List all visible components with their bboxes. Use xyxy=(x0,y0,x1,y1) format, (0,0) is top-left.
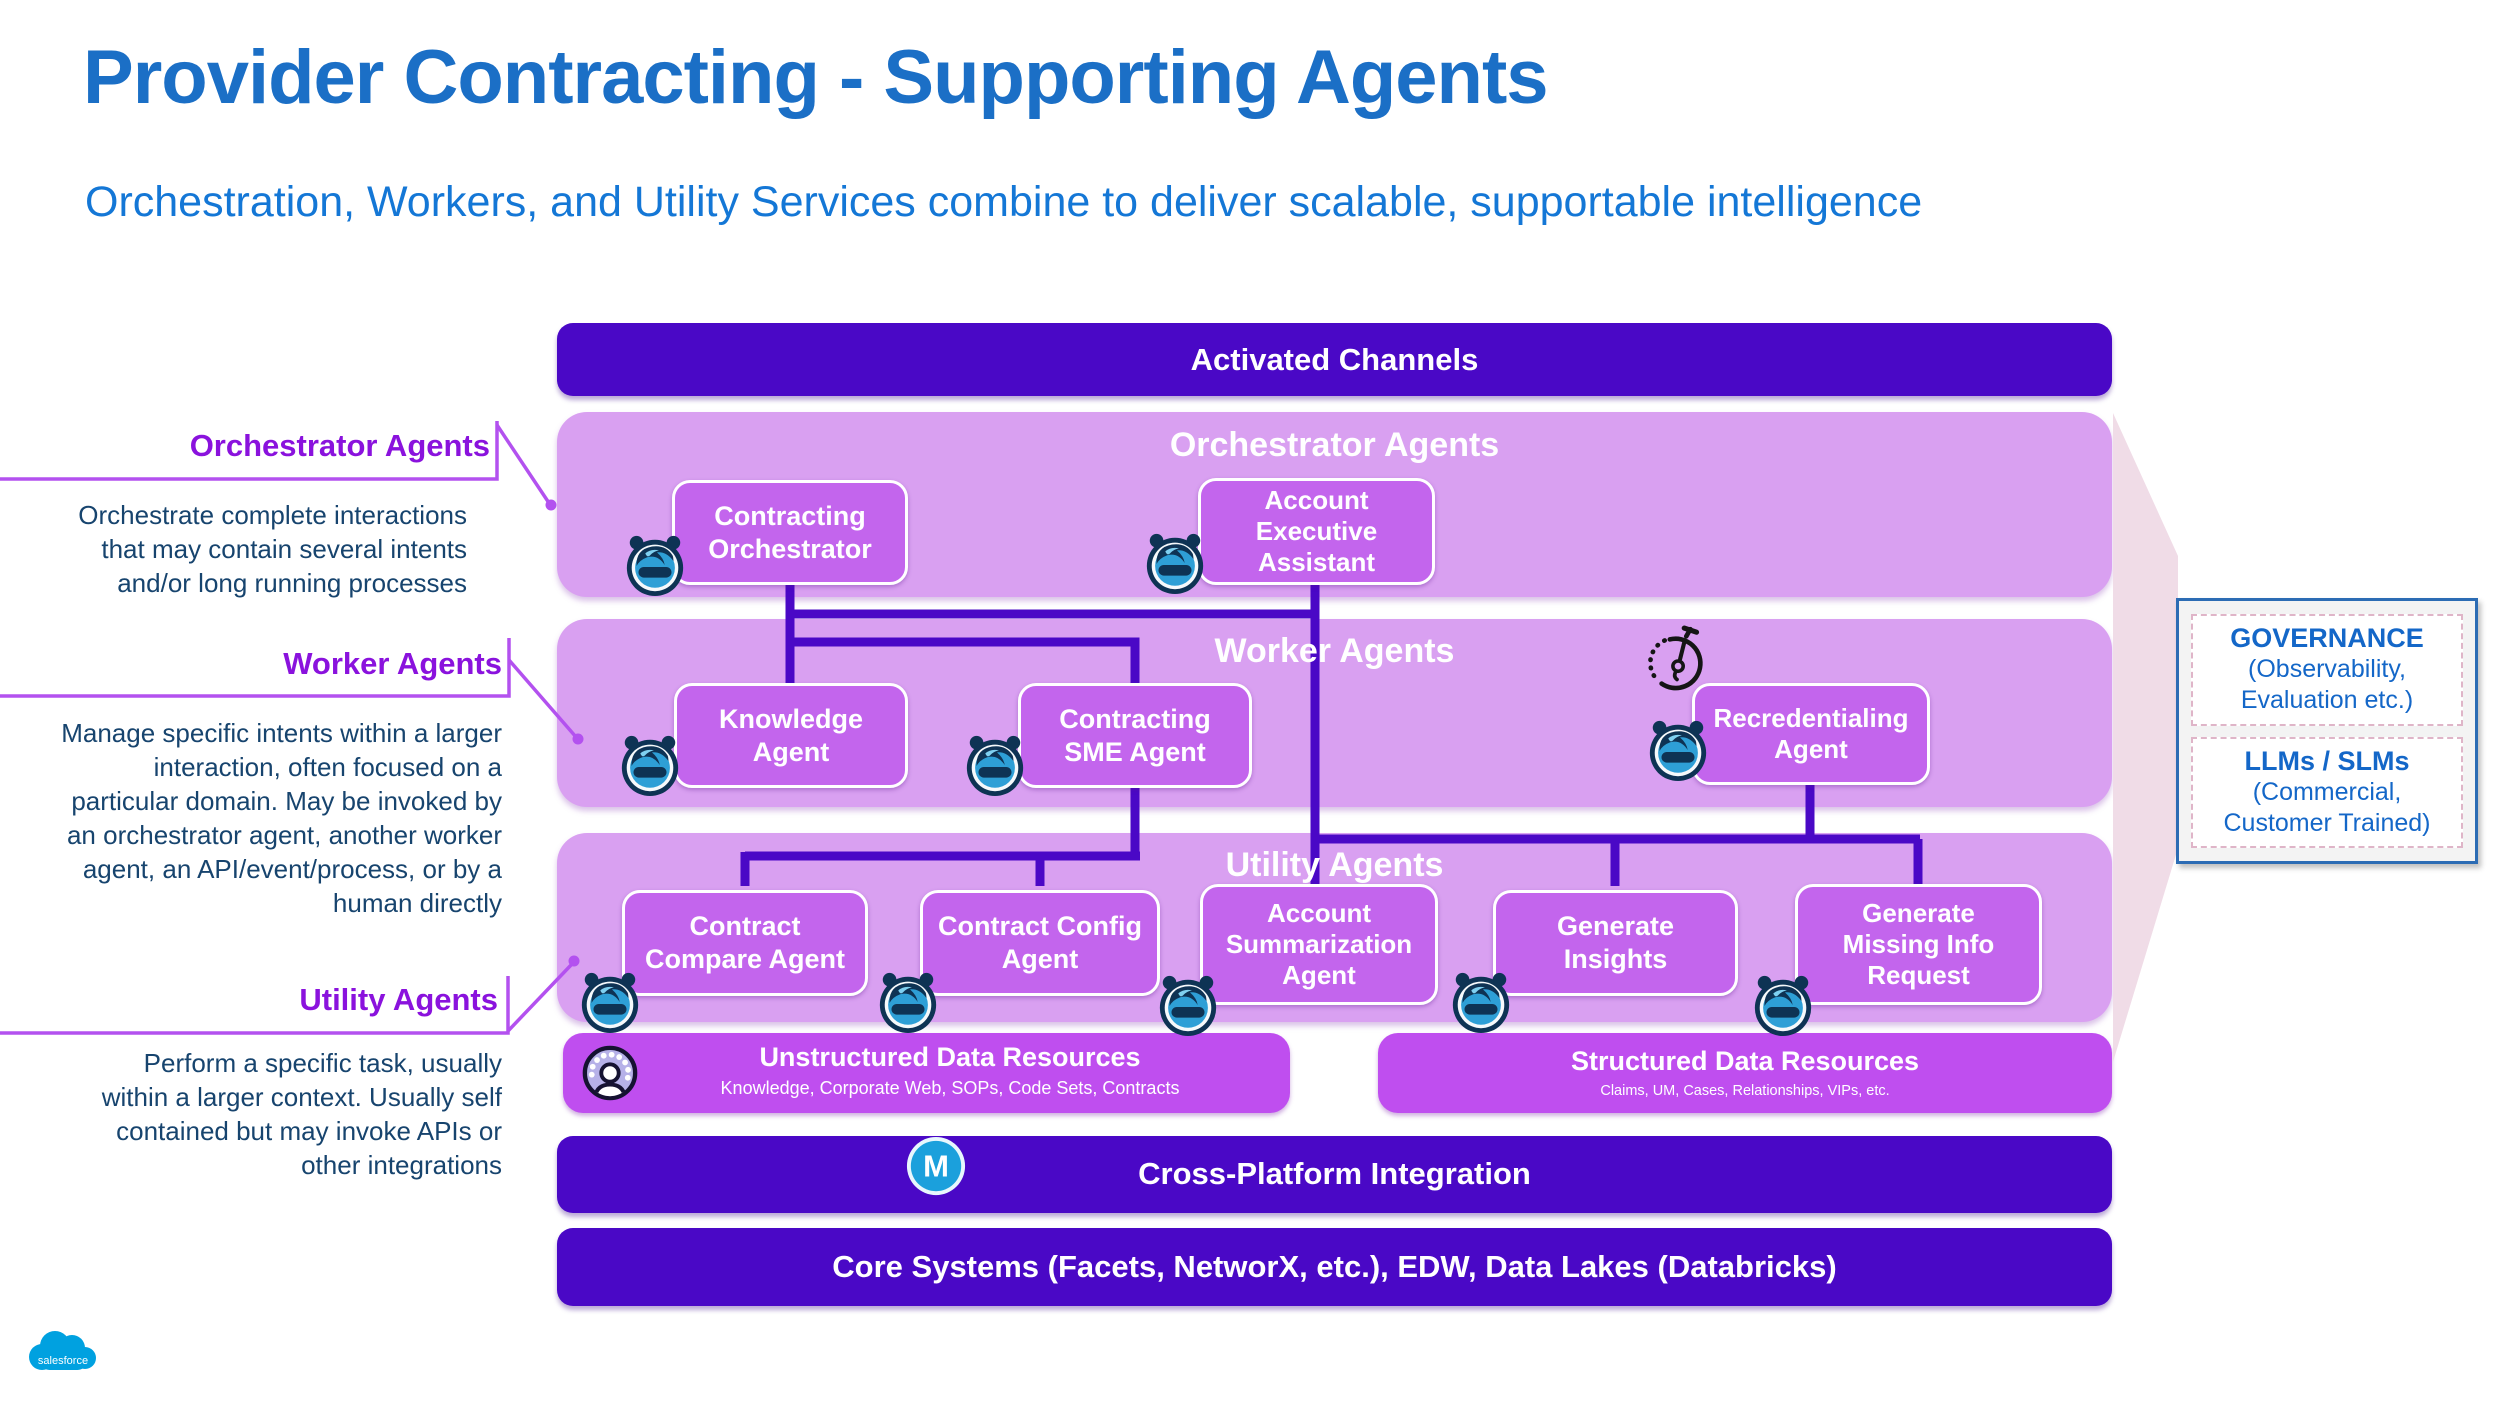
llm-slm-detail: (Commercial, Customer Trained) xyxy=(2223,777,2431,837)
core-systems-label: Core Systems (Facets, NetworX, etc.), ED… xyxy=(832,1249,1837,1284)
governance-detail: (Observability, Evaluation etc.) xyxy=(2240,655,2414,715)
page-subtitle: Orchestration, Workers, and Utility Serv… xyxy=(85,178,1923,226)
agentforce-robot-icon xyxy=(879,972,937,1034)
leader-dot-utility xyxy=(568,955,580,967)
agent-label: Contracting Orchestrator xyxy=(708,500,872,564)
agent-label: Knowledge Agent xyxy=(718,703,863,767)
annotation-body-orchestrator: Orchestrate complete interactions that m… xyxy=(78,500,467,598)
unstructured-data-bar xyxy=(563,1033,1290,1113)
unstructured-data-subtitle: Knowledge, Corporate Web, SOPs, Code Set… xyxy=(720,1078,1180,1098)
agentforce-robot-icon xyxy=(621,735,679,797)
agent-label: Contract Config Agent xyxy=(938,911,1142,974)
governance-item: GOVERNANCE (Observability, Evaluation et… xyxy=(2191,614,2463,726)
salesforce-cloud-logo: salesforce xyxy=(29,1331,96,1370)
structured-data-bar xyxy=(1378,1033,2112,1113)
agent-box-contracting-sme-agent: Contracting SME Agent xyxy=(1018,683,1252,788)
agent-label: Generate Missing Info Request xyxy=(1842,898,1995,990)
agent-box-account-executive-assistant: Account Executive Assistant xyxy=(1198,478,1435,585)
agentforce-robot-icon xyxy=(1452,972,1510,1034)
mulesoft-letter: M xyxy=(923,1149,949,1184)
llm-slm-title: LLMs / SLMs xyxy=(2244,745,2410,776)
agent-box-recredentialing-agent: Recredentialing Agent xyxy=(1692,683,1930,785)
mulesoft-icon: M xyxy=(906,1136,966,1196)
agent-box-contract-compare-agent: Contract Compare Agent xyxy=(622,890,868,996)
page-title: Provider Contracting - Supporting Agents xyxy=(83,35,1549,120)
agent-box-knowledge-agent: Knowledge Agent xyxy=(674,683,908,788)
activated-channels-label: Activated Channels xyxy=(1190,342,1479,377)
annotation-body-worker: Manage specific intents within a larger … xyxy=(61,718,502,918)
orchestrator-band-label: Orchestrator Agents xyxy=(1169,426,1500,464)
agent-box-contract-config-agent: Contract Config Agent xyxy=(920,890,1160,996)
leader-dot-worker xyxy=(572,733,584,745)
annotation-heading-worker: Worker Agents xyxy=(283,646,502,681)
agent-box-contracting-orchestrator: Contracting Orchestrator xyxy=(672,480,908,585)
agent-label: Recredentialing Agent xyxy=(1713,703,1909,764)
stopwatch-icon xyxy=(1648,625,1703,691)
salesforce-logo-text: salesforce xyxy=(38,1355,88,1367)
agent-label: Account Executive Assistant xyxy=(1255,485,1378,577)
core-systems-bar xyxy=(557,1228,2112,1306)
worker-band-label: Worker Agents xyxy=(1214,632,1455,670)
agentforce-robot-icon xyxy=(1754,975,1812,1037)
agent-label: Contracting SME Agent xyxy=(1059,703,1211,767)
agentforce-robot-icon xyxy=(1649,720,1707,782)
agent-label: Contract Compare Agent xyxy=(644,911,846,974)
agentforce-robot-icon xyxy=(626,535,684,597)
governance-panel: GOVERNANCE (Observability, Evaluation et… xyxy=(2176,598,2478,864)
person-dial-icon xyxy=(582,1045,638,1101)
cross-platform-label: Cross-Platform Integration xyxy=(1138,1156,1531,1191)
annotation-heading-utility: Utility Agents xyxy=(299,982,498,1017)
leader-dot-orchestrator xyxy=(545,499,557,511)
agent-label: Account Summarization Agent xyxy=(1225,898,1413,990)
activated-channels-bar xyxy=(557,323,2112,396)
agentforce-robot-icon xyxy=(581,972,639,1034)
utility-band-label: Utility Agents xyxy=(1225,846,1444,884)
structured-data-subtitle: Claims, UM, Cases, Relationships, VIPs, … xyxy=(1600,1083,1890,1099)
agent-label: Generate Insights xyxy=(1556,911,1675,974)
agentforce-robot-icon xyxy=(1159,975,1217,1037)
agent-box-account-summarization-agent: Account Summarization Agent xyxy=(1200,884,1438,1005)
agentforce-robot-icon xyxy=(1146,533,1204,595)
governance-title: GOVERNANCE xyxy=(2230,623,2424,654)
llm-slm-item: LLMs / SLMs (Commercial, Customer Traine… xyxy=(2191,736,2463,848)
agent-box-generate-missing-info-request: Generate Missing Info Request xyxy=(1795,884,2042,1005)
unstructured-data-title: Unstructured Data Resources xyxy=(759,1042,1141,1072)
cross-platform-bar xyxy=(557,1136,2112,1213)
agentforce-robot-icon xyxy=(966,735,1024,797)
chevron-arrow xyxy=(2113,413,2178,1062)
structured-data-title: Structured Data Resources xyxy=(1570,1046,1920,1076)
annotation-body-utility: Perform a specific task, usually within … xyxy=(101,1048,502,1180)
annotation-heading-orchestrator: Orchestrator Agents xyxy=(189,428,490,463)
agent-box-generate-insights: Generate Insights xyxy=(1493,890,1738,996)
